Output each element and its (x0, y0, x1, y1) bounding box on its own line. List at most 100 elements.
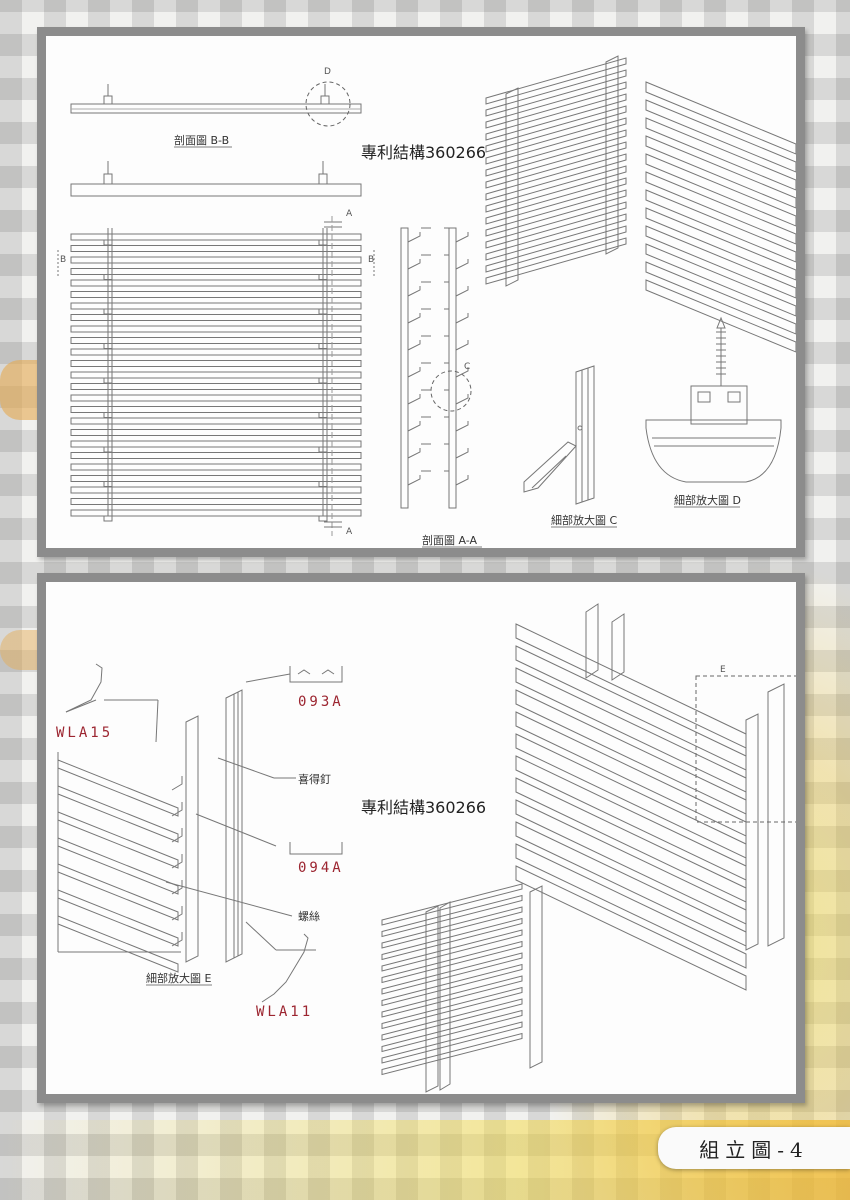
slat-clip (103, 515, 113, 522)
iso-slat (645, 153, 796, 227)
louver-slat (70, 337, 362, 344)
iso-slat (381, 917, 523, 961)
iso-slat (645, 225, 796, 299)
blade-profile (455, 421, 469, 432)
detail-e-drawing (57, 752, 181, 953)
blade-profile (455, 367, 469, 378)
iso-slat (645, 261, 796, 335)
louver-slat (70, 406, 362, 413)
patent-number-top: 專利結構360266 (361, 143, 486, 162)
section-a-a (400, 227, 472, 509)
iso-slat (381, 1009, 523, 1053)
isometric-assembly-small (425, 885, 543, 1093)
label-section-b-b: 剖面圖 B-B (174, 133, 229, 147)
blade-profile (407, 475, 421, 486)
top-drawing-panel: 剖面圖 B-B D 專利結構360266 A A B B C 剖面圖 A-A 細… (37, 27, 805, 557)
louver-slat (70, 371, 362, 379)
louver-slat (70, 440, 362, 448)
marker-b-left: B (60, 255, 66, 265)
iso-slat (515, 645, 747, 771)
bottom-drawing: WLA15 093A 喜得釘 專利結構360266 094A 螺絲 細部放大圖 … (56, 603, 796, 1093)
page-title-badge: 組立圖-4 (658, 1127, 850, 1169)
detail-slat (57, 915, 179, 973)
marker-c: C (464, 362, 470, 372)
slat-clip (171, 854, 183, 869)
iso-slat (381, 986, 523, 1030)
louver-slat (70, 302, 362, 310)
louver-slat (70, 509, 362, 517)
label-section-a-a: 剖面圖 A-A (422, 533, 478, 547)
detail-slat (57, 889, 179, 947)
louver-slat (70, 348, 362, 356)
label-screw: 螺絲 (298, 909, 320, 923)
page-title: 組立圖-4 (699, 1137, 809, 1162)
iso-slat (515, 711, 747, 837)
louver-slat (70, 233, 362, 241)
louver-slat (70, 325, 362, 333)
blade-profile (407, 448, 421, 459)
iso-slat (645, 135, 796, 209)
marker-d: D (324, 67, 331, 77)
louver-slat (70, 314, 362, 321)
slat-clip (171, 880, 183, 895)
iso-slat (381, 883, 523, 926)
detail-d-drawing (645, 316, 782, 483)
detail-slat (57, 759, 179, 817)
iso-slat (485, 225, 627, 273)
label-detail-d: 細部放大圖 D (674, 493, 741, 507)
blade-profile (455, 475, 469, 486)
iso-slat (515, 667, 747, 793)
part-label-wla15: WLA15 (56, 725, 113, 741)
louver-slat (70, 279, 362, 287)
detail-slat (57, 837, 179, 895)
top-drawing: 剖面圖 B-B D 專利結構360266 A A B B C 剖面圖 A-A 細… (57, 55, 796, 548)
detail-slat (57, 811, 179, 869)
louver-slat (70, 463, 362, 471)
iso-slat (381, 894, 523, 938)
iso-slat (381, 940, 523, 984)
louver-slat (70, 429, 362, 436)
marker-b-right: B (368, 255, 374, 265)
iso-slat (645, 117, 796, 191)
iso-slat (485, 141, 627, 189)
blade-profile (455, 286, 469, 297)
iso-slat (515, 821, 747, 947)
blade-profile (407, 340, 421, 351)
label-detail-e: 細部放大圖 E (146, 971, 211, 985)
detail-e-slats (57, 759, 183, 973)
iso-slat (485, 153, 627, 201)
slat-clip (171, 828, 183, 843)
blade-profile (455, 448, 469, 459)
iso-slat (485, 201, 627, 249)
iso-slat (645, 81, 796, 155)
slat-clip (171, 776, 183, 791)
iso-slat (645, 243, 796, 317)
iso-slat (381, 929, 523, 972)
slat-clip (318, 515, 328, 522)
louver-slat (70, 256, 362, 264)
bottom-drawing-panel: WLA15 093A 喜得釘 專利結構360266 094A 螺絲 細部放大圖 … (37, 573, 805, 1103)
blade-profile (407, 259, 421, 270)
iso-slat (645, 171, 796, 245)
blade-profile (407, 421, 421, 432)
louver-slat (70, 383, 362, 390)
background-accent (0, 360, 40, 420)
iso-slat (485, 117, 627, 165)
iso-slat (381, 1021, 523, 1064)
blade-profile (407, 313, 421, 324)
iso-slat (485, 213, 627, 261)
blade-profile (407, 286, 421, 297)
louver-slat (70, 417, 362, 425)
iso-slat (485, 189, 627, 237)
blade-profile (455, 259, 469, 270)
isometric-louver-slats (515, 623, 747, 991)
marker-a-bottom: A (346, 527, 353, 537)
iso-slat (485, 57, 627, 105)
detail-c-drawing (523, 365, 595, 505)
blade-profile (407, 232, 421, 243)
louver-slat (70, 360, 362, 367)
iso-slat (381, 998, 523, 1041)
detail-slat (57, 863, 179, 921)
iso-slat (515, 843, 747, 969)
label-nail: 喜得釘 (298, 772, 331, 786)
